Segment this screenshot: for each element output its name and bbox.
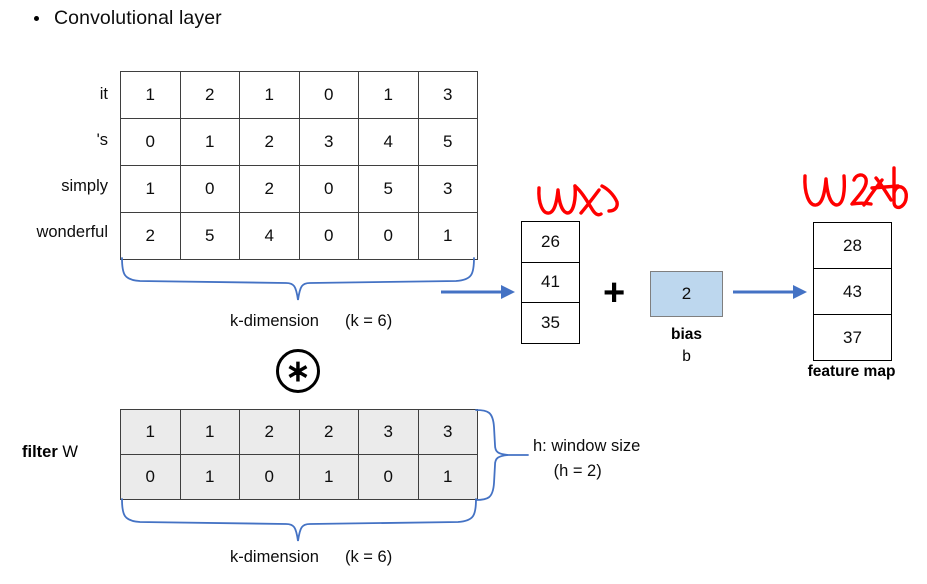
cell: 2: [239, 118, 300, 166]
cell: 5: [358, 165, 419, 213]
table-row: 2 5 4 0 0 1: [120, 212, 478, 260]
cell: 1: [120, 165, 181, 213]
cell: 5: [417, 118, 478, 166]
feature-map-vector: 28 43 37: [813, 222, 892, 361]
filter-window-brace: [475, 409, 529, 501]
filter-label-symbol: W: [62, 443, 78, 461]
k-dimension-label: k-dimension: [230, 548, 319, 566]
row-label-s: 's: [96, 131, 108, 149]
filter-matrix-brace: [121, 498, 477, 542]
cell: 1: [358, 71, 419, 119]
filter-k-dimension-caption: k-dimension (k = 6): [230, 548, 392, 567]
arrow-to-feature-map-icon: [733, 285, 807, 299]
cell: 1: [417, 212, 478, 260]
table-row: 43: [813, 268, 892, 315]
row-label-wonderful: wonderful: [36, 223, 108, 241]
bias-value: 2: [681, 284, 692, 303]
k-dimension-value: (k = 6): [344, 548, 393, 566]
asterisk-glyph: ∗: [285, 355, 311, 388]
row-label-simply: simply: [61, 177, 108, 195]
bullet-dot-icon: [34, 15, 39, 21]
cell: 35: [521, 302, 580, 344]
window-size-label: h: window size: [533, 437, 641, 455]
input-k-dimension-caption: k-dimension (k = 6): [230, 312, 392, 331]
handwritten-wx-annotation: [537, 184, 619, 217]
cell: 2: [239, 165, 300, 213]
cell: 2: [179, 71, 240, 119]
cell: 3: [417, 409, 478, 455]
cell: 43: [813, 268, 892, 315]
cell: 0: [179, 165, 240, 213]
cell: 1: [120, 71, 181, 119]
k-dimension-value: (k = 6): [344, 312, 393, 330]
row-label-it: it: [99, 85, 108, 103]
bias-value-box: 2: [650, 271, 723, 317]
cell: 26: [521, 221, 580, 263]
cell: 1: [298, 454, 359, 500]
cell: 2: [120, 212, 181, 260]
cell: 4: [358, 118, 419, 166]
cell: 1: [179, 118, 240, 166]
filter-weight-matrix: 1 1 2 2 3 3 0 1 0 1 0 1: [120, 409, 478, 500]
arrow-to-wx-icon: [441, 285, 515, 299]
table-row: 26: [521, 221, 580, 263]
cell: 0: [298, 165, 359, 213]
cell: 1: [179, 409, 240, 455]
cell: 0: [120, 118, 181, 166]
table-row: 0 1 2 3 4 5: [120, 118, 478, 166]
cell: 28: [813, 222, 892, 269]
table-row: 37: [813, 314, 892, 361]
cell: 37: [813, 314, 892, 361]
table-row: 1 2 1 0 1 3: [120, 71, 478, 119]
bullet-heading: Convolutional layer: [34, 6, 222, 30]
cell: 0: [239, 454, 300, 500]
handwritten-wxb-annotation: [803, 166, 908, 210]
cell: 0: [358, 454, 419, 500]
wx-result-vector: 26 41 35: [521, 221, 580, 344]
cell: 1: [239, 71, 300, 119]
cell: 41: [521, 261, 580, 303]
bias-label: bias: [670, 326, 702, 343]
cell: 1: [417, 454, 478, 500]
table-row: 1 1 2 2 3 3: [120, 409, 478, 455]
table-row: 28: [813, 222, 892, 269]
cell: 0: [298, 71, 359, 119]
cell: 3: [358, 409, 419, 455]
cell: 1: [179, 454, 240, 500]
cell: 1: [120, 409, 181, 455]
feature-map-label: feature map: [807, 363, 896, 380]
cell: 3: [417, 165, 478, 213]
cell: 3: [298, 118, 359, 166]
cell: 2: [298, 409, 359, 455]
table-row: 35: [521, 302, 580, 344]
page-title: Convolutional layer: [54, 7, 222, 29]
table-row: 41: [521, 261, 580, 303]
window-size-value: (h = 2): [553, 462, 602, 480]
convolution-operator-icon: ∗: [276, 349, 320, 393]
cell: 0: [298, 212, 359, 260]
cell: 4: [239, 212, 300, 260]
input-matrix-brace: [121, 257, 475, 301]
k-dimension-label: k-dimension: [230, 312, 319, 330]
cell: 2: [239, 409, 300, 455]
table-row: 0 1 0 1 0 1: [120, 454, 478, 500]
bias-symbol: b: [682, 348, 691, 365]
filter-label: filter W: [22, 443, 78, 462]
cell: 5: [179, 212, 240, 260]
filter-label-bold: filter: [22, 443, 58, 461]
cell: 0: [120, 454, 181, 500]
window-size-caption: h: window size (h = 2): [533, 437, 640, 481]
cell: 3: [417, 71, 478, 119]
table-row: 1 0 2 0 5 3: [120, 165, 478, 213]
plus-operator: +: [603, 272, 626, 314]
input-matrix-row-labels: it 's simply wonderful: [0, 71, 114, 255]
cell: 0: [358, 212, 419, 260]
input-embedding-matrix: 1 2 1 0 1 3 0 1 2 3 4 5 1 0 2 0 5 3: [120, 71, 478, 260]
